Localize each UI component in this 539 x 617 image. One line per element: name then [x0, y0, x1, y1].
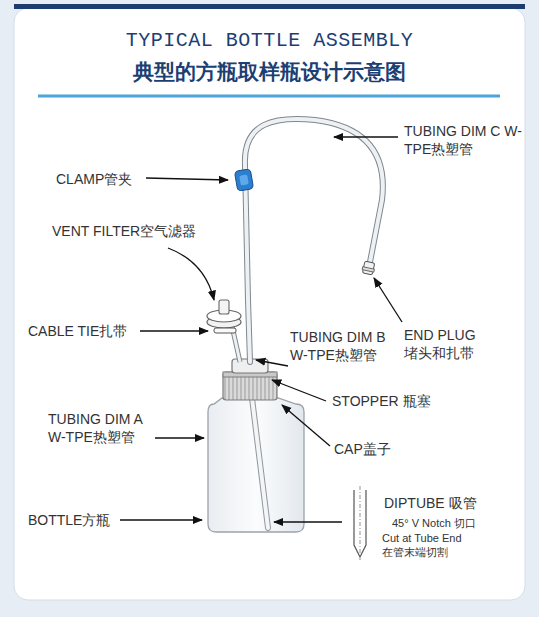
divider [38, 95, 500, 98]
cap [223, 372, 277, 400]
part-label: DIPTUBE 吸管 [384, 494, 504, 512]
card [14, 8, 525, 600]
part-label: END PLUG 堵头和扎带 [404, 326, 494, 362]
end-plug [361, 261, 375, 275]
part-label: BOTTLE方瓶 [28, 511, 128, 529]
part-label: TUBING DIM B W-TPE热塑管 [290, 328, 400, 364]
note: 45° V Notch 切口 [392, 516, 512, 530]
diptube-detail [354, 486, 366, 560]
part-label: CLAMP管夹 [56, 170, 166, 188]
leader-lines [120, 137, 402, 522]
dip-tube [252, 398, 268, 528]
part-label: STOPPER 瓶塞 [332, 392, 452, 410]
note: Cut at Tube End 在管末端切割 [382, 531, 482, 560]
part-label: CABLE TIE扎带 [28, 322, 158, 340]
clamp [234, 169, 253, 191]
part-label: CAP盖子 [334, 440, 434, 458]
tubing [245, 119, 383, 362]
bottle [208, 398, 304, 532]
top-bar [14, 4, 525, 9]
title: TYPICAL BOTTLE ASSEMBLY [0, 28, 539, 54]
cable-tie [214, 328, 236, 333]
part-label: TUBING DIM C W-TPE热塑管 [404, 122, 524, 158]
subtitle: 典型的方瓶取样瓶设计示意图 [0, 58, 539, 85]
part-label: VENT FILTER空气滤器 [52, 222, 212, 240]
part-label: TUBING DIM A W-TPE热塑管 [48, 410, 158, 446]
